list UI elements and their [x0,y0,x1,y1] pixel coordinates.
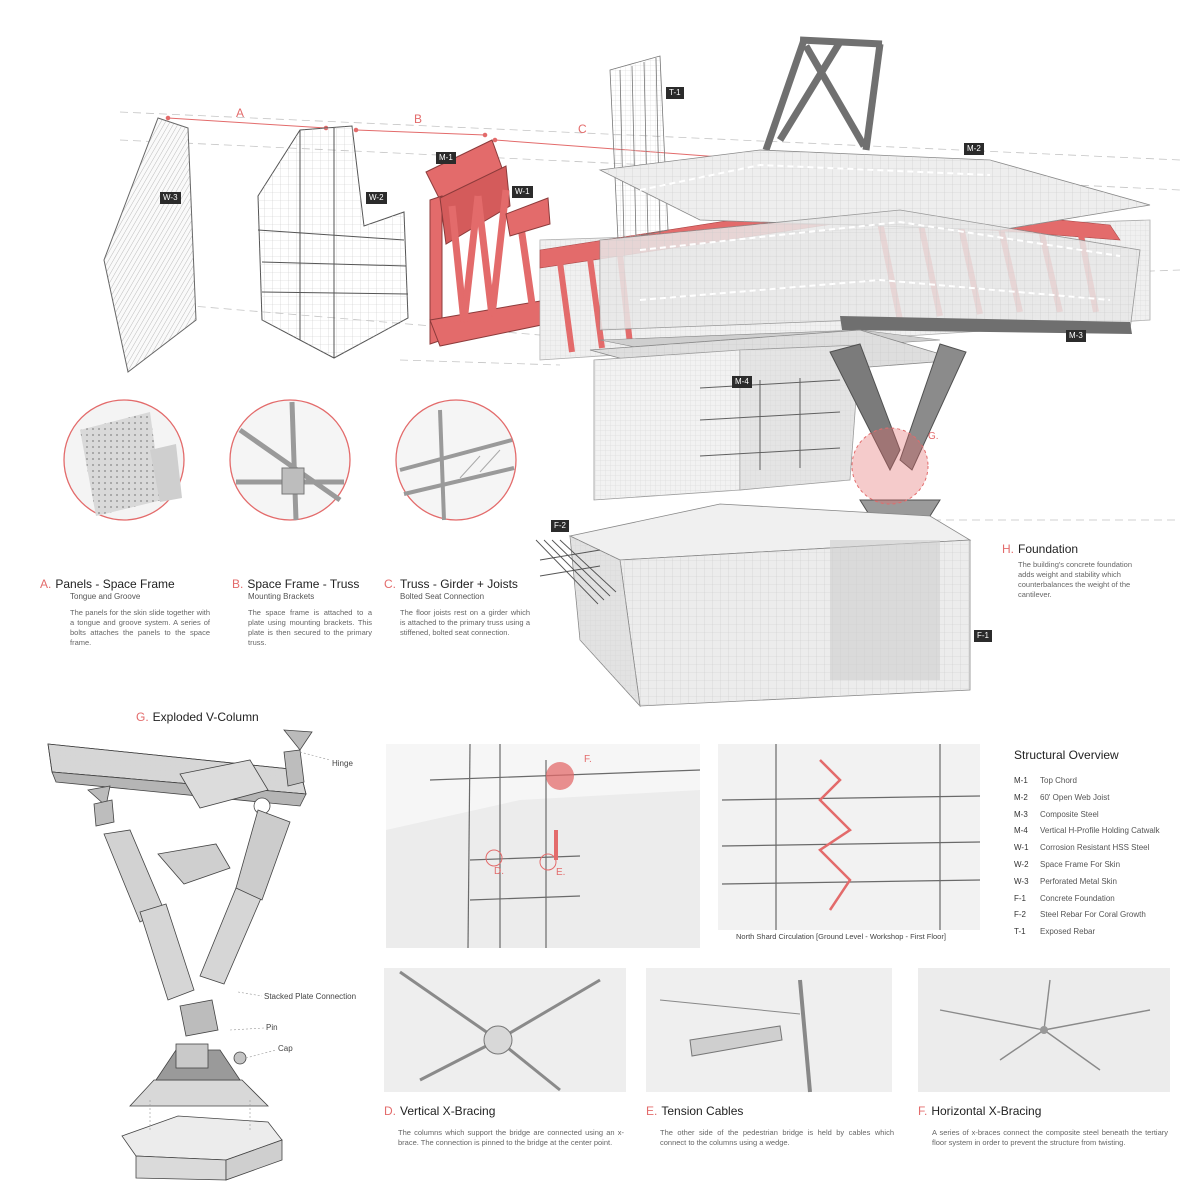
mid-floor-deck [599,209,1141,331]
legend-row: F-1 Concrete Foundation [1014,894,1115,903]
label-hinge: Hinge [332,759,353,768]
detail-d-body: The columns which support the bridge are… [398,1128,624,1147]
circulation-caption: North Shard Circulation [Ground Level - … [736,932,946,941]
g-marker-label: G. [928,431,939,442]
callout-c-body: The floor joists rest on a girder which … [400,608,530,637]
legend-row: M-4 Vertical H-Profile Holding Catwalk [1014,826,1160,835]
callout-h-body: The building's concrete foundation adds … [1018,560,1133,599]
tag-f1: F-1 [974,630,992,642]
roof-joist-deck [598,149,1151,231]
legend-label: Exposed Rebar [1040,927,1096,937]
top-steel-frame [762,36,884,152]
detail-f-body: A series of x-braces connect the composi… [932,1128,1168,1147]
legend-code: F-1 [1014,893,1026,903]
legend-row: F-2 Steel Rebar For Coral Growth [1014,910,1146,919]
rebar-tower-t1 [609,55,669,241]
legend-row: M-2 60' Open Web Joist [1014,793,1109,802]
legend-code: W-1 [1014,843,1029,853]
detail-view-d [384,968,626,1092]
legend-code: W-3 [1014,876,1029,886]
exploded-v-column [47,729,313,1181]
detail-f-title: F.Horizontal X-Bracing [918,1104,1042,1118]
legend-label: Corrosion Resistant HSS Steel [1040,843,1150,853]
truss-m1 [425,139,557,347]
label-cap: Cap [278,1044,293,1053]
legend-code: M-2 [1014,792,1028,802]
legend-row: W-3 Perforated Metal Skin [1014,877,1117,886]
exploded-title: G.Exploded V-Column [136,710,259,724]
tag-w2: W-2 [366,192,387,204]
v-column [829,343,967,517]
legend-code: M-3 [1014,809,1028,819]
callout-b-body: The space frame is attached to a plate u… [248,608,372,647]
view-circulation [718,744,981,930]
detail-e-body: The other side of the pedestrian bridge … [660,1128,894,1147]
detail-circle-b [229,399,351,521]
tag-m2: M-2 [964,143,984,155]
space-frame-w2 [257,125,409,359]
callout-c-title: C.Truss - Girder + Joists [384,577,518,591]
legend-label: Top Chord [1040,776,1077,785]
dimension-label-b: B [414,112,423,126]
view-marker-d: D. [494,866,504,877]
exploded-leader-lines [149,751,331,1130]
detail-view-f [918,968,1170,1092]
label-pin: Pin [266,1023,278,1032]
rebar-f2 [535,539,617,605]
detail-circle-c [395,399,517,521]
detail-e-title: E.Tension Cables [646,1104,744,1118]
legend-row: W-1 Corrosion Resistant HSS Steel [1014,843,1149,852]
tag-m1: M-1 [436,152,456,164]
legend-row: W-2 Space Frame For Skin [1014,860,1120,869]
legend-label: Space Frame For Skin [1040,860,1121,869]
label-stacked-plate: Stacked Plate Connection [264,992,357,1001]
legend-code: W-2 [1014,860,1029,869]
legend-code: T-1 [1014,927,1026,937]
legend-label: Perforated Metal Skin [1040,876,1117,886]
legend-row: T-1 Exposed Rebar [1014,927,1095,936]
legend-title: Structural Overview [1014,748,1119,762]
callout-b-subtitle: Mounting Brackets [248,592,315,601]
detail-d-title: D.Vertical X-Bracing [384,1104,496,1118]
detail-circle-a [63,399,185,521]
callout-b-title: B.Space Frame - Truss [232,577,360,591]
skin-panel-w3 [103,117,197,373]
view-marker-f: F. [584,754,592,765]
catwalk [699,378,841,470]
legend-row: M-1 Top Chord [1014,776,1077,785]
tag-m3: M-3 [1066,330,1086,342]
legend-label: Vertical H-Profile Holding Catwalk [1040,826,1160,836]
tag-f2: F-2 [551,520,569,532]
legend-code: F-2 [1014,910,1026,920]
concrete-foundation-f1 [568,503,972,708]
glass-volume [593,344,861,501]
tag-m4: M-4 [732,376,752,388]
g-highlight-circle [852,428,928,504]
dimension-label-c: C [578,122,587,136]
legend-code: M-1 [1014,776,1028,785]
tag-t1: T-1 [666,87,684,99]
legend-label: Concrete Foundation [1040,893,1115,903]
callout-a-body: The panels for the skin slide together w… [70,608,210,647]
tag-w1: W-1 [512,186,533,198]
legend-label: 60' Open Web Joist [1040,792,1110,802]
callout-a-subtitle: Tongue and Groove [70,592,141,601]
view-bridge [386,743,701,949]
view-marker-e: E. [556,867,566,878]
legend-label: Steel Rebar For Coral Growth [1040,910,1146,920]
legend-label: Composite Steel [1040,809,1099,819]
detail-view-e [646,968,892,1093]
legend-row: M-3 Composite Steel [1014,810,1099,819]
callout-a-title: A.Panels - Space Frame [40,577,175,591]
tag-w3: W-3 [160,192,181,204]
legend-code: M-4 [1014,826,1028,836]
dimension-label-a: A [236,106,245,120]
callout-h-title: H.Foundation [1002,542,1079,556]
callout-c-subtitle: Bolted Seat Connection [400,592,485,601]
